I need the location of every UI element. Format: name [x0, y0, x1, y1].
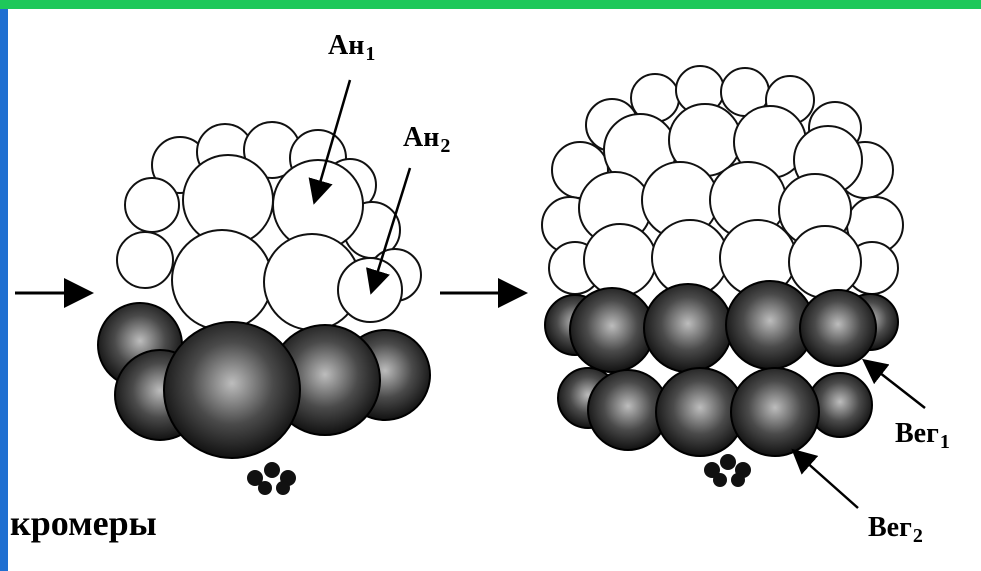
- embryo-right: [542, 66, 903, 487]
- vegetal-cells-right-row2: [558, 368, 872, 456]
- caption-text: кромеры: [10, 505, 157, 541]
- label-veg1: Вег1: [895, 420, 950, 452]
- vegetal-cells-right-row1: [545, 281, 898, 372]
- micromeres-left: [247, 462, 296, 495]
- label-an1: Ан1: [328, 32, 375, 64]
- vegetal-cells-left: [98, 303, 430, 458]
- pointer-veg2: [795, 452, 858, 508]
- label-veg2: Вег2: [868, 514, 923, 546]
- label-an2: Ан2: [403, 124, 450, 156]
- embryo-left: [98, 122, 430, 495]
- animal-cells-right: [542, 66, 903, 298]
- micromeres-right: [704, 454, 751, 487]
- pointer-veg1: [866, 362, 925, 408]
